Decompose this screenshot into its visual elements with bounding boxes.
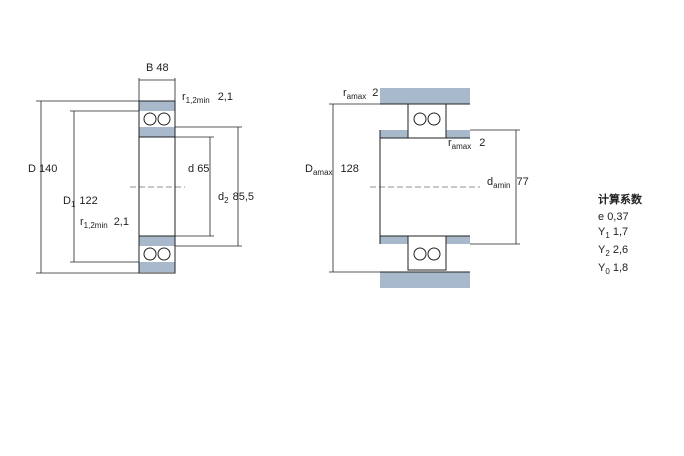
right-mounting-section [379, 88, 470, 288]
calc-row-y0: Y0 1,8 [598, 262, 629, 277]
label-width: B 48 [146, 62, 169, 74]
label-bore: d 65 [188, 163, 209, 175]
left-dimension-lines [36, 78, 242, 274]
calculation-factors: 计算系数 e 0,37 Y1 1,7 Y2 2,6 Y0 1,8 [598, 193, 642, 280]
label-outer-diameter: D 140 [28, 163, 57, 175]
calc-row-y1: Y1 1,7 [598, 226, 629, 241]
calc-row-e: e 0,37 [598, 211, 629, 223]
calc-title: 计算系数 [598, 194, 642, 206]
right-dimension-lines [329, 103, 520, 273]
calc-row-y2: Y2 2,6 [598, 244, 629, 259]
